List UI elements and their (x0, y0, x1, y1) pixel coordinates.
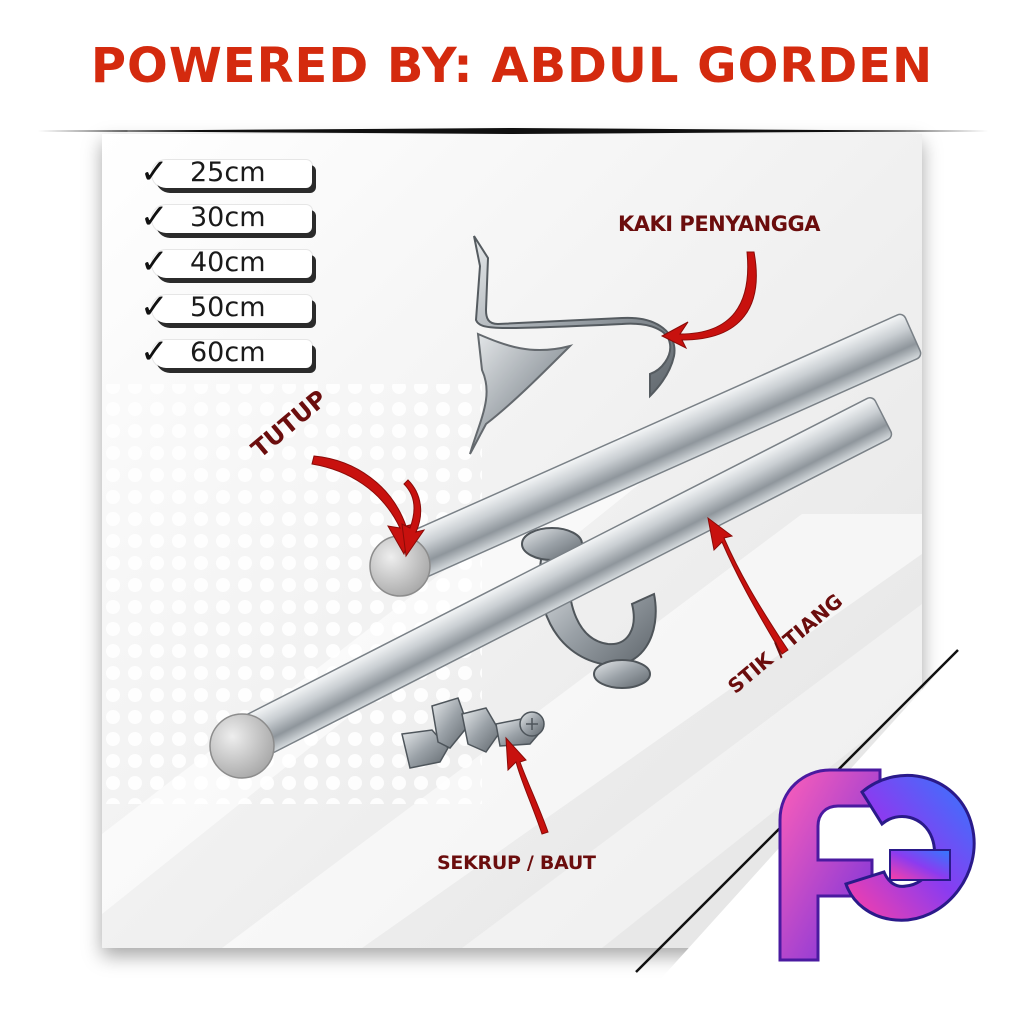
size-options: ✓ 25cm ✓ 30cm ✓ 40cm ✓ 50cm ✓ 60cm (140, 150, 340, 380)
header-title: POWERED BY: ABDUL GORDEN (90, 38, 934, 94)
size-pill-40 (152, 250, 312, 278)
size-label: 40cm (190, 247, 266, 278)
size-pill-25 (152, 160, 312, 188)
check-icon: ✓ (140, 332, 169, 372)
check-icon: ✓ (140, 242, 169, 282)
screws-icon (401, 697, 545, 769)
check-icon: ✓ (140, 152, 169, 192)
check-icon: ✓ (140, 287, 169, 327)
callout-sekrup-baut: SEKRUP / BAUT (437, 852, 596, 874)
size-label: 30cm (190, 202, 266, 233)
size-label: 25cm (190, 157, 266, 188)
check-icon: ✓ (140, 197, 169, 237)
size-pill-30 (152, 205, 312, 233)
size-pill-50 (152, 295, 312, 323)
header-divider (38, 128, 988, 134)
size-label: 50cm (190, 292, 266, 323)
size-label: 60cm (190, 337, 266, 368)
size-pill-60 (152, 340, 312, 368)
callout-kaki-penyangga: KAKI PENYANGGA (618, 212, 821, 236)
